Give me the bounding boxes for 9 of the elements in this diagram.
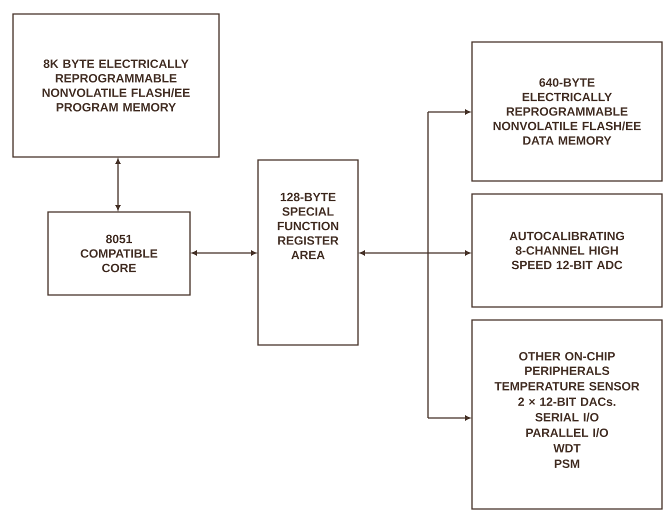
arrow xyxy=(192,250,256,256)
arrow xyxy=(116,158,120,210)
block-box: 640-BYTE ELECTRICALLY REPROGRAMMABLE NONVOLATILE FLASH/EE DATA MEMORY xyxy=(471,41,663,182)
block-box: OTHER ON-CHIP PERIPHERALS TEMPERATURE SENSOR 2 × 12-BIT DACs. SERIAL I/O PARALLEL I/O WDT PSM xyxy=(471,319,663,510)
block-box: 128-BYTE SPECIAL FUNCTION REGISTER AREA xyxy=(257,159,359,346)
block-box: 8K BYTE ELECTRICALLY REPROGRAMMABLE NONVOLATILE FLASH/EE PROGRAM MEMORY xyxy=(12,13,220,158)
arrow xyxy=(360,110,470,420)
block-box: 8051 COMPATIBLE CORE xyxy=(47,211,191,296)
block-box: AUTOCALIBRATING 8-CHANNEL HIGH SPEED 12-BIT ADC xyxy=(471,193,663,308)
